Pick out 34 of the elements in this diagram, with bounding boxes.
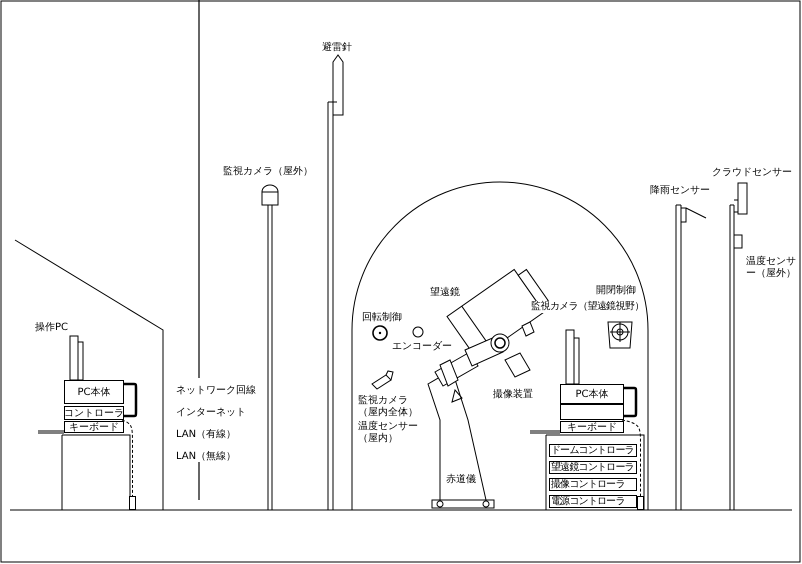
component-label: 開閉制御 — [596, 285, 636, 297]
component-label: 回転制御 — [362, 312, 402, 324]
component-label: 操作PC — [35, 322, 68, 334]
cable — [122, 420, 133, 496]
cable — [622, 420, 641, 496]
computer-case: PC本体 — [560, 384, 624, 404]
component-label: インターネット — [176, 407, 246, 419]
component-label: クラウドセンサー — [712, 167, 792, 179]
cable — [124, 382, 138, 418]
controller-unit: 望遠鏡コントローラ — [549, 461, 637, 474]
component-label: 赤道儀 — [446, 474, 476, 486]
keyboard: キーボード — [64, 421, 124, 433]
component-label: 避雷針 — [322, 42, 352, 54]
component-label: エンコーダー — [392, 341, 452, 353]
component-label: 撮像装置 — [493, 389, 533, 401]
controller-unit: 電源コントローラ — [549, 495, 637, 508]
component-label: LAN（無線） — [176, 451, 236, 463]
component-label: 監視カメラ（屋内全体） — [358, 395, 419, 419]
component-label: 降雨センサー — [650, 185, 710, 197]
component-label: 監視カメラ（屋外） — [223, 166, 313, 178]
component-label: 望遠鏡 — [430, 287, 460, 299]
wall-outlet — [129, 496, 136, 510]
computer-case: PC本体 — [64, 380, 124, 404]
cable — [624, 386, 638, 418]
controller-unit: コントローラ — [64, 406, 124, 420]
component-label: ネットワーク回線 — [176, 385, 256, 397]
component-label: 温度センサー（屋外） — [746, 256, 797, 280]
component-label: LAN（有線） — [176, 429, 236, 441]
component-label: 温度センサー（屋内） — [358, 421, 419, 445]
keyboard: キーボード — [560, 421, 624, 433]
controller-unit — [560, 404, 624, 420]
wall-outlet — [637, 496, 644, 510]
controller-unit: 撮像コントローラ — [549, 478, 637, 491]
controller-unit: ドームコントローラ — [549, 444, 637, 457]
